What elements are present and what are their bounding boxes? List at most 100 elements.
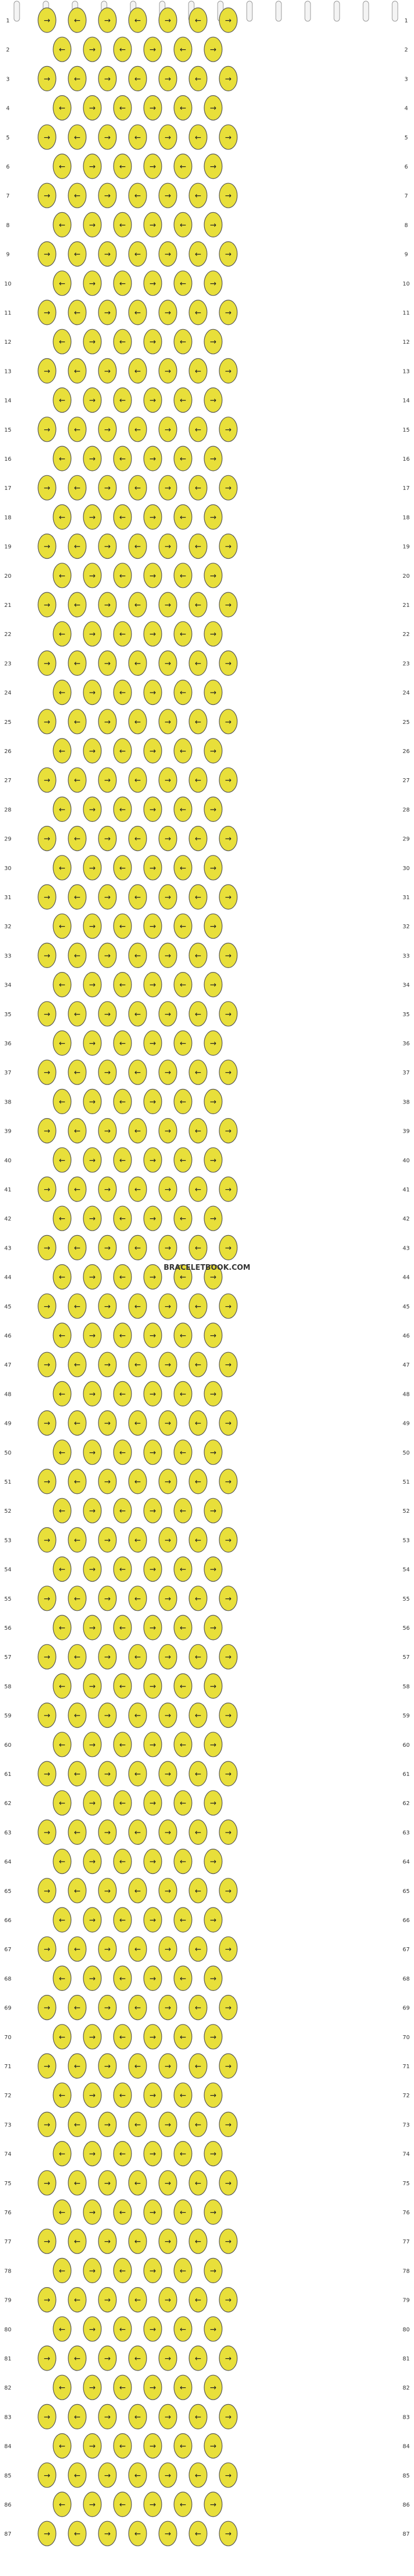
arrow-right-icon: → (164, 1770, 171, 1779)
knot: → (158, 2228, 177, 2254)
knot: ← (128, 1410, 147, 1436)
knot: → (219, 241, 238, 267)
knot: ← (173, 1205, 192, 1231)
knot: ← (68, 592, 87, 618)
knot: → (158, 241, 177, 267)
knot: ← (113, 504, 132, 530)
row-label: 15 (403, 427, 410, 433)
knot: → (204, 446, 223, 471)
arrow-right-icon: → (44, 601, 50, 610)
arrow-left-icon: ← (195, 1887, 201, 1896)
arrow-right-icon: → (104, 1185, 111, 1194)
knot: → (219, 650, 238, 676)
knot: → (219, 2462, 238, 2488)
arrow-right-icon: → (89, 279, 96, 288)
knot: → (219, 2053, 238, 2079)
knot: → (143, 971, 162, 998)
knot: → (204, 1907, 223, 1933)
knot: → (143, 2316, 162, 2342)
knot: ← (68, 241, 87, 267)
arrow-right-icon: → (164, 1127, 171, 1136)
row-label: 87 (4, 2531, 12, 2537)
arrow-left-icon: ← (59, 1448, 65, 1457)
arrow-left-icon: ← (134, 1127, 141, 1136)
knot: ← (113, 270, 132, 296)
row-label: 27 (403, 778, 410, 784)
arrow-left-icon: ← (195, 2237, 201, 2246)
arrow-left-icon: ← (119, 221, 126, 230)
arrow-left-icon: ← (74, 1887, 81, 1896)
knot: → (143, 2024, 162, 2050)
knot: ← (68, 650, 87, 676)
arrow-right-icon: → (164, 543, 171, 551)
arrow-left-icon: ← (134, 1595, 141, 1603)
arrow-right-icon: → (164, 191, 171, 200)
arrow-left-icon: ← (59, 1097, 65, 1106)
knot: → (219, 124, 238, 150)
arrow-left-icon: ← (119, 1097, 126, 1106)
arrow-right-icon: → (149, 1448, 156, 1457)
arrow-right-icon: → (89, 1682, 96, 1691)
arrow-right-icon: → (104, 1536, 111, 1545)
knot: ← (189, 825, 208, 852)
arrow-right-icon: → (164, 1068, 171, 1077)
arrow-right-icon: → (210, 2442, 217, 2451)
arrow-right-icon: → (44, 1010, 50, 1019)
arrow-left-icon: ← (59, 864, 65, 873)
knot: → (204, 1790, 223, 1816)
knot: ← (68, 533, 87, 559)
knot: → (158, 124, 177, 150)
knot: → (37, 1410, 57, 1436)
knot: ← (128, 942, 147, 969)
arrow-right-icon: → (89, 1624, 96, 1633)
knot: → (98, 1878, 117, 1904)
knot: → (219, 1001, 238, 1027)
row-label: 18 (403, 515, 410, 521)
arrow-right-icon: → (225, 1945, 232, 1954)
arrow-left-icon: ← (59, 689, 65, 698)
knot: ← (113, 1556, 132, 1582)
arrow-right-icon: → (210, 1507, 217, 1516)
arrow-right-icon: → (44, 1945, 50, 1954)
arrow-left-icon: ← (180, 2442, 186, 2451)
knot: → (37, 825, 57, 852)
knot: ← (68, 1586, 87, 1611)
arrow-left-icon: ← (134, 835, 141, 844)
row-label: 82 (403, 2385, 410, 2391)
arrow-right-icon: → (104, 484, 111, 493)
arrow-left-icon: ← (180, 2325, 186, 2334)
knot: ← (173, 1673, 192, 1699)
arrow-right-icon: → (164, 601, 171, 610)
arrow-right-icon: → (210, 1390, 217, 1399)
arrow-right-icon: → (44, 1887, 50, 1896)
row-label: 61 (4, 1771, 12, 1778)
knot: → (37, 66, 57, 91)
arrow-right-icon: → (164, 718, 171, 727)
row-label: 11 (4, 310, 12, 316)
knot: ← (189, 1703, 208, 1728)
arrow-left-icon: ← (195, 835, 201, 844)
knot: → (219, 1703, 238, 1728)
arrow-left-icon: ← (119, 104, 126, 113)
knot: ← (113, 1381, 132, 1406)
knot: ← (128, 1703, 147, 1728)
row-label: 85 (403, 2473, 410, 2479)
knot: ← (173, 621, 192, 647)
arrow-left-icon: ← (134, 1828, 141, 1837)
knot: → (158, 1761, 177, 1787)
row-label: 60 (403, 1742, 410, 1748)
knot: → (37, 475, 57, 501)
row-label: 79 (4, 2298, 12, 2304)
arrow-right-icon: → (225, 16, 232, 25)
knot: → (219, 358, 238, 384)
arrow-right-icon: → (210, 1974, 217, 1983)
knot: → (98, 475, 117, 501)
knot: ← (113, 1498, 132, 1523)
arrow-right-icon: → (149, 1097, 156, 1106)
arrow-left-icon: ← (59, 2383, 65, 2392)
knot: → (143, 1322, 162, 1348)
arrow-left-icon: ← (195, 1770, 201, 1779)
arrow-left-icon: ← (195, 2296, 201, 2305)
arrow-left-icon: ← (59, 2442, 65, 2451)
arrow-left-icon: ← (59, 1916, 65, 1925)
